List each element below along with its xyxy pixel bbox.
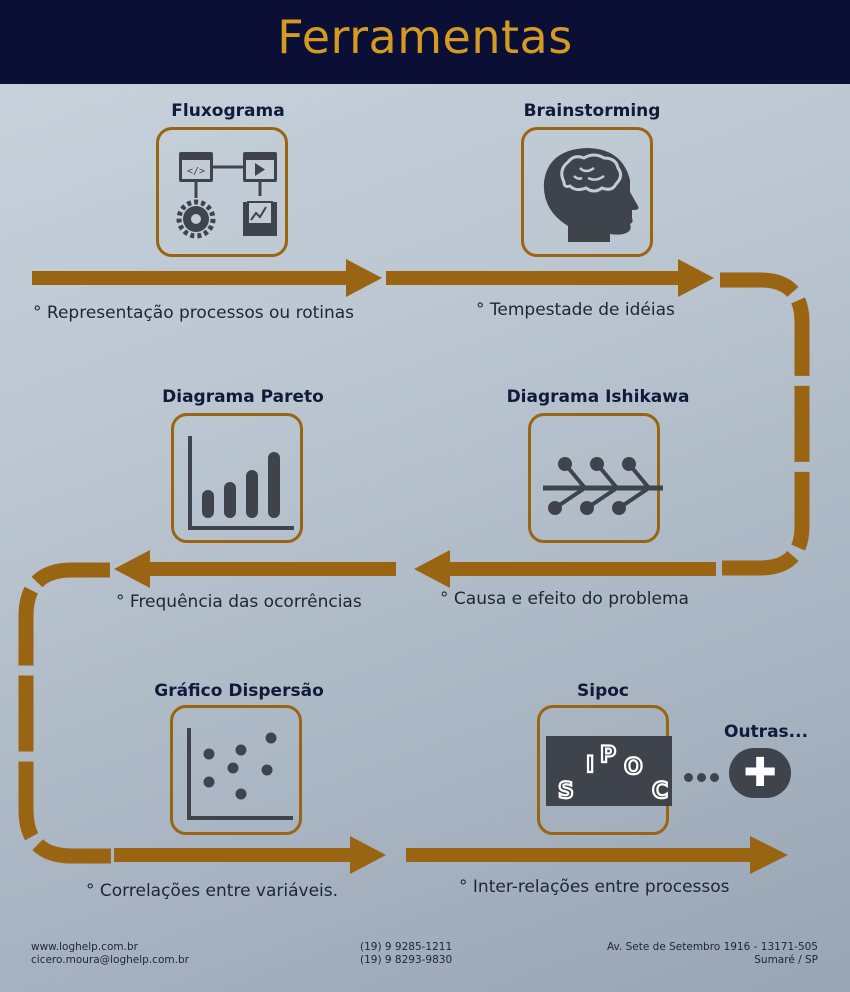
arrow-shaft [386,271,682,285]
tool-title-ishikawa: Diagrama Ishikawa [506,387,690,407]
arrow-head [114,550,150,588]
plus-symbol: ✚ [743,750,777,796]
connector-left [18,562,112,864]
page-title: Ferramentas [277,10,573,64]
icon-box-fluxograma: </> [156,127,288,257]
brain-head-icon [543,148,639,242]
arrow-head [350,836,386,874]
footer-phones: (19) 9 9285-1211 (19) 9 8293-9830 [360,941,452,967]
sipoc-letter: I [586,753,594,778]
sipoc-letter: O [624,755,643,780]
icon-box-pareto [171,413,303,543]
flowchart-icon: </> [176,152,277,239]
tool-desc-ishikawa: ° Causa e efeito do problema [440,589,689,609]
tool-title-dispersao: Gráfico Dispersão [154,681,324,701]
footer-phone-2: (19) 9 8293-9830 [360,954,453,966]
sipoc-letter: S [558,779,574,804]
arrow-shaft [32,271,350,285]
tool-title-sipoc: Sipoc [577,681,629,701]
tool-title-brainstorming: Brainstorming [523,101,661,121]
footer-phone-1: (19) 9 9285-1211 [360,941,453,953]
icon-box-brainstorming [521,127,653,257]
icon-box-sipoc: S I P O C [537,705,672,835]
others-label: Outras... [724,722,809,742]
footer-address-line: Av. Sete de Setembro 1916 - 13171-505 [606,941,818,953]
tool-desc-dispersao: ° Correlações entre variáveis. [86,881,339,901]
header-bar: Ferramentas [0,0,850,84]
tool-title-fluxograma: Fluxograma [171,101,285,121]
footer-address: Av. Sete de Setembro 1916 - 13171-505 Su… [607,941,818,967]
arrow-shaft [446,562,716,576]
footer-website: www.loghelp.com.br [31,941,138,953]
sipoc-icon: S I P O C [546,736,672,806]
arrow-head [414,550,450,588]
sipoc-letter: P [600,743,616,768]
arrow-shaft [114,848,354,862]
scatter-plot-icon [187,728,293,820]
footer-contact: www.loghelp.com.br cicero.moura@loghelp.… [31,941,189,967]
connector-right [720,272,810,576]
tool-desc-fluxograma: ° Representação processos ou rotinas [33,303,355,323]
fishbone-icon [543,457,663,515]
tool-desc-brainstorming: ° Tempestade de idéias [476,300,675,320]
tool-desc-sipoc: ° Inter-relações entre processos [459,877,730,897]
arrow-shaft [146,562,396,576]
arrow-head [346,259,382,297]
icon-box-dispersao [170,705,302,835]
plus-icon: ✚ [729,748,791,798]
tool-desc-pareto: ° Frequência das ocorrências [116,592,362,612]
arrow-head [678,259,714,297]
tool-title-pareto: Diagrama Pareto [162,387,324,407]
arrow-head [750,836,788,874]
ellipsis-dots [684,767,723,786]
arrow-shaft [406,848,754,862]
footer-city: Sumaré / SP [754,954,818,966]
icon-box-ishikawa [528,413,663,543]
bar-chart-icon [188,436,294,530]
footer-email: cicero.moura@loghelp.com.br [31,954,189,966]
sipoc-letter: C [652,779,668,804]
svg-text:</>: </> [187,166,205,177]
